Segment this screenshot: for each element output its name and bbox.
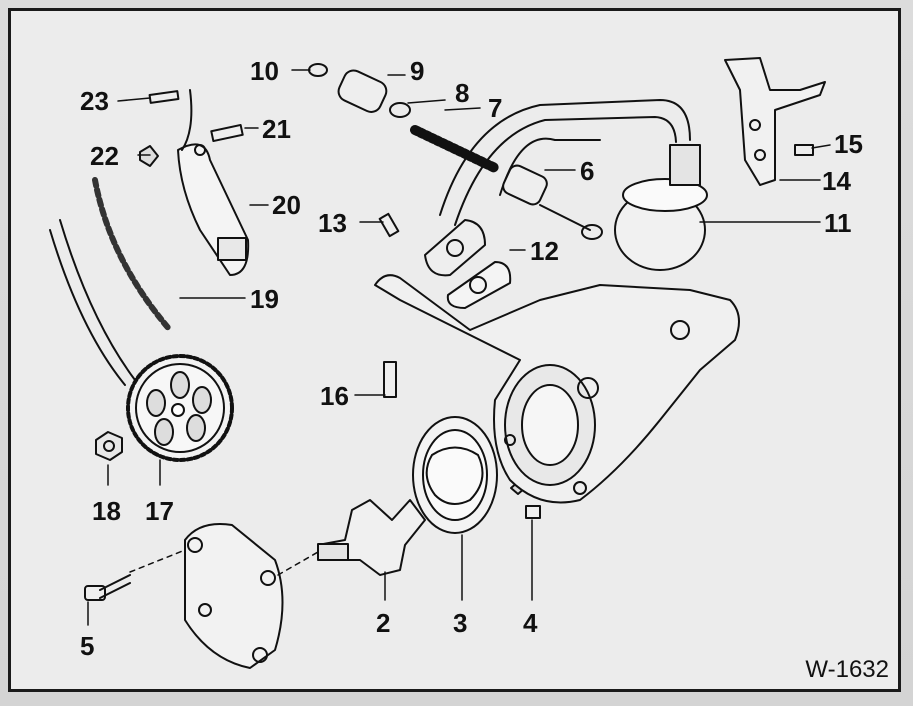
label-5: 5 bbox=[80, 631, 94, 661]
chain-tensioner bbox=[177, 89, 250, 276]
label-13: 13 bbox=[318, 208, 347, 238]
label-20: 20 bbox=[272, 190, 301, 220]
pump-housing bbox=[374, 274, 740, 504]
label-10: 10 bbox=[250, 56, 279, 86]
bracket bbox=[724, 57, 826, 186]
bolt-5 bbox=[84, 574, 131, 601]
label-23: 23 bbox=[80, 86, 109, 116]
timing-chain bbox=[49, 177, 173, 386]
label-15: 15 bbox=[834, 129, 863, 159]
pickup-tube bbox=[439, 99, 708, 271]
label-7: 7 bbox=[488, 93, 502, 123]
label-14: 14 bbox=[822, 166, 851, 196]
label-3: 3 bbox=[453, 608, 467, 638]
label-6: 6 bbox=[580, 156, 594, 186]
part-labels: 23 10 9 8 7 21 22 20 6 15 14 13 12 11 19… bbox=[80, 56, 863, 661]
small-fasteners bbox=[139, 90, 814, 398]
label-19: 19 bbox=[250, 284, 279, 314]
pump-cover bbox=[184, 523, 284, 669]
label-11: 11 bbox=[824, 208, 852, 238]
label-9: 9 bbox=[410, 56, 424, 86]
flange bbox=[424, 219, 512, 309]
label-4: 4 bbox=[523, 608, 538, 638]
label-12: 12 bbox=[530, 236, 559, 266]
label-21: 21 bbox=[262, 114, 291, 144]
label-22: 22 bbox=[90, 141, 119, 171]
nut bbox=[95, 431, 123, 461]
drive-gear bbox=[317, 499, 426, 576]
label-2: 2 bbox=[376, 608, 390, 638]
label-17: 17 bbox=[145, 496, 174, 526]
relief-valve bbox=[308, 63, 603, 240]
pump-rotor bbox=[412, 416, 498, 534]
leader-lines bbox=[87, 69, 831, 626]
label-16: 16 bbox=[320, 381, 349, 411]
label-18: 18 bbox=[92, 496, 121, 526]
figure-code: W-1632 bbox=[805, 656, 889, 683]
label-8: 8 bbox=[455, 78, 469, 108]
sprocket bbox=[126, 354, 234, 462]
